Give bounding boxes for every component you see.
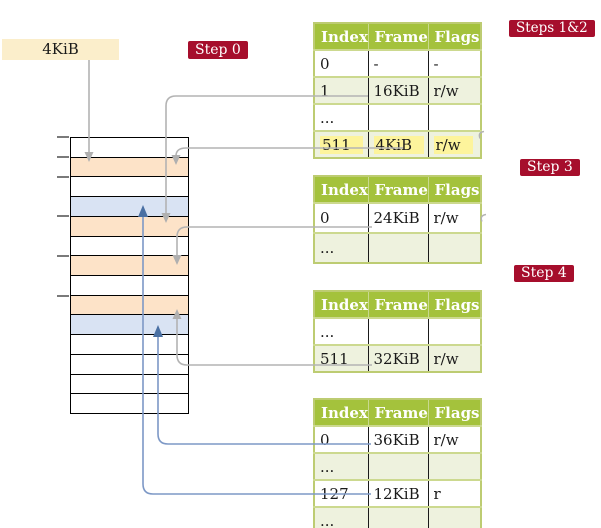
frame-size-box: 4KiB	[2, 39, 119, 60]
address-tick	[57, 136, 69, 138]
column-header: Index	[314, 399, 369, 426]
cell-index: 0	[314, 202, 369, 233]
cell-index: 127	[314, 479, 369, 507]
steps-1-2-badge: Steps 1&2	[509, 20, 595, 37]
page-table-level-2: Index Frame Flags ... 511 32KiB r/w	[313, 290, 482, 373]
table-row: 0 - -	[314, 49, 481, 77]
cell-frame	[368, 317, 429, 345]
cell-index: ...	[314, 452, 369, 480]
cell-frame: 24KiB	[368, 202, 429, 233]
cell-flags: r/w	[428, 425, 481, 453]
cell-flags: r/w	[428, 130, 481, 158]
table-header-row: Index Frame Flags	[314, 176, 481, 203]
memory-frame-row-12	[71, 374, 188, 395]
memory-frame-row-4	[71, 216, 188, 237]
table-row: ...	[314, 452, 481, 480]
table-row: ...	[314, 506, 481, 528]
memory-frame-row-9	[71, 315, 188, 336]
cell-frame	[368, 452, 429, 480]
column-header: Frame	[368, 399, 429, 426]
column-header: Frame	[368, 23, 429, 50]
cell-flags: r/w	[428, 344, 481, 372]
highlighted-value: 4KiB	[373, 135, 425, 154]
cell-index: ...	[314, 232, 369, 263]
column-header: Frame	[368, 176, 429, 203]
address-tick	[57, 176, 69, 178]
memory-frame-row-0	[71, 138, 188, 158]
table-row: 0 24KiB r/w	[314, 202, 481, 233]
table-row: 127 12KiB r	[314, 479, 481, 507]
memory-frame-row-3	[71, 197, 188, 217]
memory-frame-row-1	[71, 157, 188, 178]
cell-frame: 12KiB	[368, 479, 429, 507]
cell-flags	[428, 452, 481, 480]
column-header: Flags	[428, 291, 481, 318]
cell-index: ...	[314, 317, 369, 345]
cell-index: 0	[314, 425, 369, 453]
table-row-highlighted: 511 4KiB r/w	[314, 130, 481, 158]
step-0-badge: Step 0	[188, 41, 248, 59]
column-header: Index	[314, 176, 369, 203]
page-table-level-3: Index Frame Flags 0 24KiB r/w ...	[313, 175, 482, 264]
cell-flags	[428, 506, 481, 528]
physical-memory-stack	[70, 137, 189, 414]
cell-flags: -	[428, 49, 481, 77]
memory-frame-row-10	[71, 335, 188, 355]
cell-frame	[368, 232, 429, 263]
step-4-badge: Step 4	[514, 265, 574, 282]
page-table-level-top: Index Frame Flags 0 - - 1 16KiB r/w ... …	[313, 22, 482, 159]
cell-index: ...	[314, 506, 369, 528]
page-table-level-1: Index Frame Flags 0 36KiB r/w ... 127 12…	[313, 398, 482, 528]
cell-frame	[368, 103, 429, 131]
cell-flags: r	[428, 479, 481, 507]
highlighted-value: 511	[320, 135, 363, 154]
highlighted-value: r/w	[433, 135, 473, 154]
table-row: 0 36KiB r/w	[314, 425, 481, 453]
address-tick	[57, 295, 69, 297]
memory-frame-row-2	[71, 177, 188, 198]
table-row: ...	[314, 103, 481, 131]
memory-frame-row-6	[71, 256, 188, 277]
table-row: 1 16KiB r/w	[314, 76, 481, 104]
table-header-row: Index Frame Flags	[314, 23, 481, 50]
cell-frame: 4KiB	[368, 130, 429, 158]
cell-frame: 32KiB	[368, 344, 429, 372]
column-header: Frame	[368, 291, 429, 318]
cell-frame	[368, 506, 429, 528]
memory-frame-row-11	[71, 354, 188, 375]
column-header: Index	[314, 291, 369, 318]
cell-frame: -	[368, 49, 429, 77]
column-header: Index	[314, 23, 369, 50]
cell-frame: 16KiB	[368, 76, 429, 104]
cell-flags	[428, 103, 481, 131]
cell-index: 511	[314, 130, 369, 158]
memory-frame-row-13	[71, 394, 188, 414]
column-header: Flags	[428, 23, 481, 50]
table-header-row: Index Frame Flags	[314, 399, 481, 426]
cell-flags: r/w	[428, 202, 481, 233]
memory-frame-row-7	[71, 276, 188, 296]
column-header: Flags	[428, 399, 481, 426]
table-row: 511 32KiB r/w	[314, 344, 481, 372]
step-3-badge: Step 3	[520, 159, 580, 176]
cell-index: ...	[314, 103, 369, 131]
column-header: Flags	[428, 176, 481, 203]
memory-frame-row-5	[71, 236, 188, 257]
cell-index: 511	[314, 344, 369, 372]
cell-frame: 36KiB	[368, 425, 429, 453]
table-header-row: Index Frame Flags	[314, 291, 481, 318]
cell-flags: r/w	[428, 76, 481, 104]
table-row: ...	[314, 232, 481, 263]
memory-frame-row-8	[71, 295, 188, 316]
cell-flags	[428, 317, 481, 345]
clipped-connector-stub	[480, 213, 487, 222]
address-tick	[57, 156, 69, 158]
address-tick	[57, 215, 69, 217]
cell-index: 1	[314, 76, 369, 104]
cell-index: 0	[314, 49, 369, 77]
frame-size-label: 4KiB	[42, 40, 79, 58]
table-row: ...	[314, 317, 481, 345]
address-tick	[57, 255, 69, 257]
cell-flags	[428, 232, 481, 263]
